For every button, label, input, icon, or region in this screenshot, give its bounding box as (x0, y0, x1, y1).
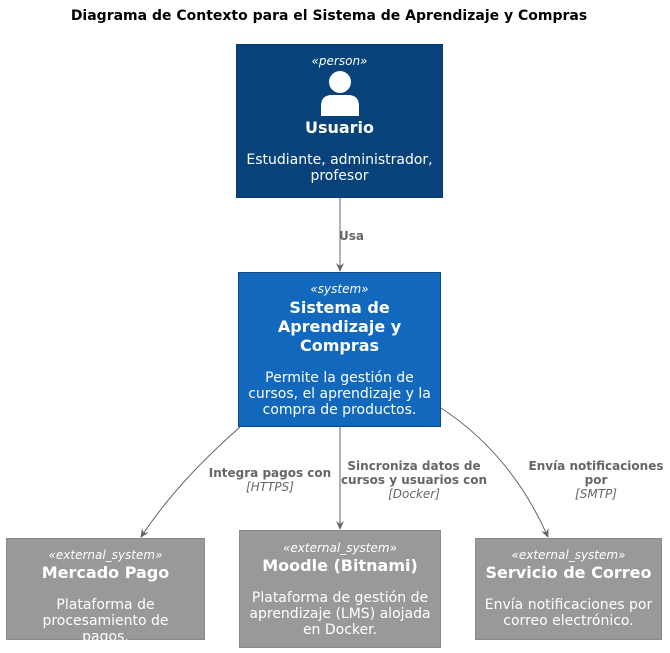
diagram-title: Diagrama de Contexto para el Sistema de … (70, 8, 588, 24)
node-servicio-correo-name: Servicio de Correo (485, 563, 652, 582)
relation-notif-tech: [SMTP] (575, 487, 617, 501)
node-usuario-stereotype: «person» (311, 54, 368, 68)
person-icon (237, 70, 442, 116)
relation-pagos-label: Integra pagos con (208, 466, 332, 480)
edge-notif (440, 407, 549, 538)
node-servicio-correo-stereotype: «external_system» (511, 548, 626, 562)
relation-usa-label: Usa (339, 229, 364, 243)
node-mercado-pago-description: Plataforma de procesamiento de pagos. (42, 597, 169, 645)
node-usuario: «person» Usuario Estudiante, administrad… (236, 44, 443, 198)
node-servicio-correo: «external_system» Servicio de Correo Env… (475, 538, 662, 640)
node-sistema: «system» Sistema de Aprendizaje y Compra… (238, 272, 441, 427)
node-moodle: «external_system» Moodle (Bitnami) Plata… (239, 530, 441, 648)
edge-pagos (140, 426, 241, 538)
relation-pagos: Integra pagos con [HTTPS] (205, 466, 335, 494)
relation-notif-label: Envía notificaciones por (528, 459, 664, 487)
node-sistema-stereotype: «system» (310, 282, 369, 296)
node-sistema-name: Sistema de Aprendizaje y Compras (277, 298, 402, 355)
relation-pagos-tech: [HTTPS] (246, 480, 294, 494)
relation-notif: Envía notificaciones por [SMTP] (525, 459, 667, 501)
relation-sync-tech: [Docker] (388, 487, 440, 501)
node-mercado-pago-name: Mercado Pago (41, 563, 170, 582)
node-usuario-description: Estudiante, administrador, profesor (246, 152, 433, 184)
relation-sync: Sincroniza datos de cursos y usuarios co… (336, 459, 492, 501)
node-moodle-stereotype: «external_system» (283, 541, 397, 555)
node-usuario-name: Usuario (304, 118, 375, 137)
node-sistema-description: Permite la gestión de cursos, el aprendi… (248, 370, 431, 418)
relation-usa: Usa (339, 229, 379, 243)
node-servicio-correo-description: Envía notificaciones por correo electrón… (484, 597, 653, 629)
node-moodle-name: Moodle (Bitnami) (262, 556, 418, 575)
node-mercado-pago: «external_system» Mercado Pago Plataform… (6, 538, 205, 645)
node-mercado-pago-stereotype: «external_system» (48, 548, 163, 562)
node-moodle-description: Plataforma de gestión de aprendizaje (LM… (249, 590, 431, 638)
relation-sync-label: Sincroniza datos de cursos y usuarios co… (340, 459, 488, 487)
